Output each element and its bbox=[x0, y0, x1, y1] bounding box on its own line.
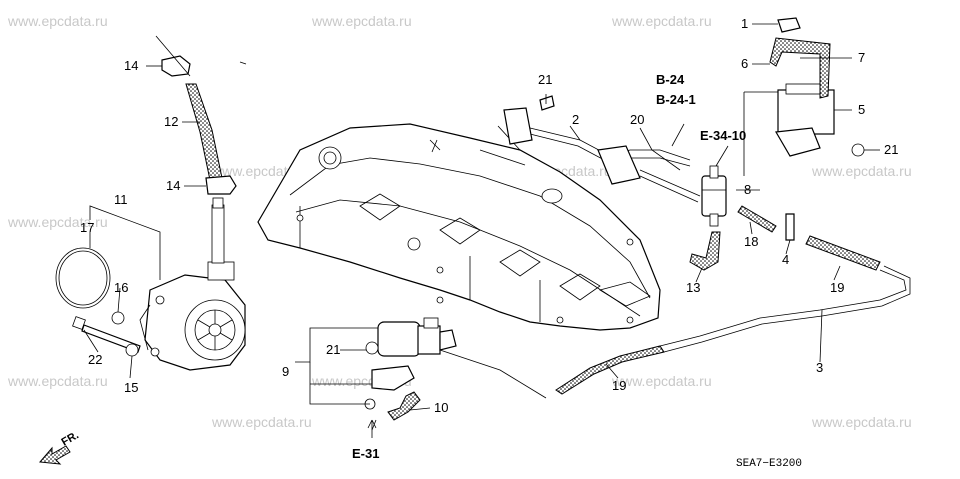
callout-16: 16 bbox=[114, 280, 128, 295]
vacuum-pump-nipple bbox=[207, 197, 235, 281]
callout-10: 10 bbox=[434, 400, 448, 415]
washer-15 bbox=[125, 343, 139, 357]
reference-b24[interactable]: B-24 bbox=[656, 72, 685, 87]
callout-21-valve: 21 bbox=[326, 342, 340, 357]
watermark-text: www.epcdata.ru bbox=[7, 13, 108, 29]
watermarks: www.epcdata.ru www.epcdata.ru www.epcdat… bbox=[7, 13, 912, 430]
joint-4 bbox=[785, 213, 795, 241]
bolt-21-right bbox=[851, 143, 865, 157]
callout-21-right: 21 bbox=[884, 142, 898, 157]
clip-14-bottom bbox=[205, 175, 237, 195]
callout-14-bottom: 14 bbox=[166, 178, 180, 193]
reference-e31[interactable]: E-31 bbox=[352, 446, 379, 461]
tube-19-right bbox=[805, 235, 881, 271]
hose-13 bbox=[689, 231, 721, 271]
reference-arrows bbox=[367, 419, 377, 438]
callout-4: 4 bbox=[782, 252, 789, 267]
vacuum-pump bbox=[139, 274, 246, 371]
washer-16 bbox=[111, 311, 125, 325]
cylinder-head-cover bbox=[257, 123, 661, 331]
bolt-21-top bbox=[539, 95, 555, 111]
callout-19-right: 19 bbox=[830, 280, 844, 295]
reference-b241[interactable]: B-24-1 bbox=[656, 92, 696, 107]
callout-11: 11 bbox=[114, 192, 128, 207]
callout-22: 22 bbox=[88, 352, 102, 367]
pipe-3 bbox=[659, 265, 911, 353]
watermark-text: www.epcdata.ru bbox=[7, 373, 108, 389]
clip-14-top bbox=[155, 35, 247, 77]
watermark-text: www.epcdata.ru bbox=[811, 414, 912, 430]
clamp-1 bbox=[777, 17, 801, 33]
callout-20: 20 bbox=[630, 112, 644, 127]
front-arrow-icon: FR. bbox=[38, 429, 81, 465]
callout-3: 3 bbox=[816, 360, 823, 375]
watermark-text: www.epcdata.ru bbox=[611, 373, 712, 389]
callout-21-top: 21 bbox=[538, 72, 552, 87]
solenoid-valve bbox=[377, 317, 457, 357]
watermark-text: www.epcdata.ru bbox=[611, 13, 712, 29]
o-ring bbox=[55, 247, 111, 309]
callout-6: 6 bbox=[741, 56, 748, 71]
callout-9: 9 bbox=[282, 364, 289, 379]
callout-12: 12 bbox=[164, 114, 178, 129]
tube-18 bbox=[737, 205, 777, 233]
filter-8 bbox=[701, 165, 727, 227]
callout-7: 7 bbox=[858, 50, 865, 65]
callout-15: 15 bbox=[124, 380, 138, 395]
callout-13: 13 bbox=[686, 280, 700, 295]
watermark-text: www.epcdata.ru bbox=[7, 214, 108, 230]
hose-10 bbox=[387, 391, 421, 421]
leader-lines bbox=[83, 23, 880, 431]
reference-labels: B-24 B-24-1 E-34-10 E-31 bbox=[352, 72, 746, 461]
callout-1: 1 bbox=[741, 16, 748, 31]
callouts: 1 2 3 4 5 6 7 8 9 10 11 12 13 14 14 15 1… bbox=[80, 16, 898, 415]
callout-18: 18 bbox=[744, 234, 758, 249]
bracket-hook-6 bbox=[769, 37, 831, 99]
hose-12 bbox=[185, 83, 223, 181]
bracket bbox=[371, 365, 415, 391]
callout-14-top: 14 bbox=[124, 58, 138, 73]
watermark-text: www.epcdata.ru bbox=[811, 163, 912, 179]
diagram-code: SEA7−E3200 bbox=[736, 458, 802, 470]
pipe-2 bbox=[503, 107, 701, 203]
watermark-text: www.epcdata.ru bbox=[311, 13, 412, 29]
callout-17: 17 bbox=[80, 220, 94, 235]
callout-2: 2 bbox=[572, 112, 579, 127]
reference-e3410[interactable]: E-34-10 bbox=[700, 128, 746, 143]
callout-5: 5 bbox=[858, 102, 865, 117]
callout-8: 8 bbox=[744, 182, 751, 197]
front-label: FR. bbox=[60, 429, 81, 448]
bolt-21-valve bbox=[365, 341, 379, 355]
watermark-text: www.epcdata.ru bbox=[211, 414, 312, 430]
callout-19-lower: 19 bbox=[612, 378, 626, 393]
